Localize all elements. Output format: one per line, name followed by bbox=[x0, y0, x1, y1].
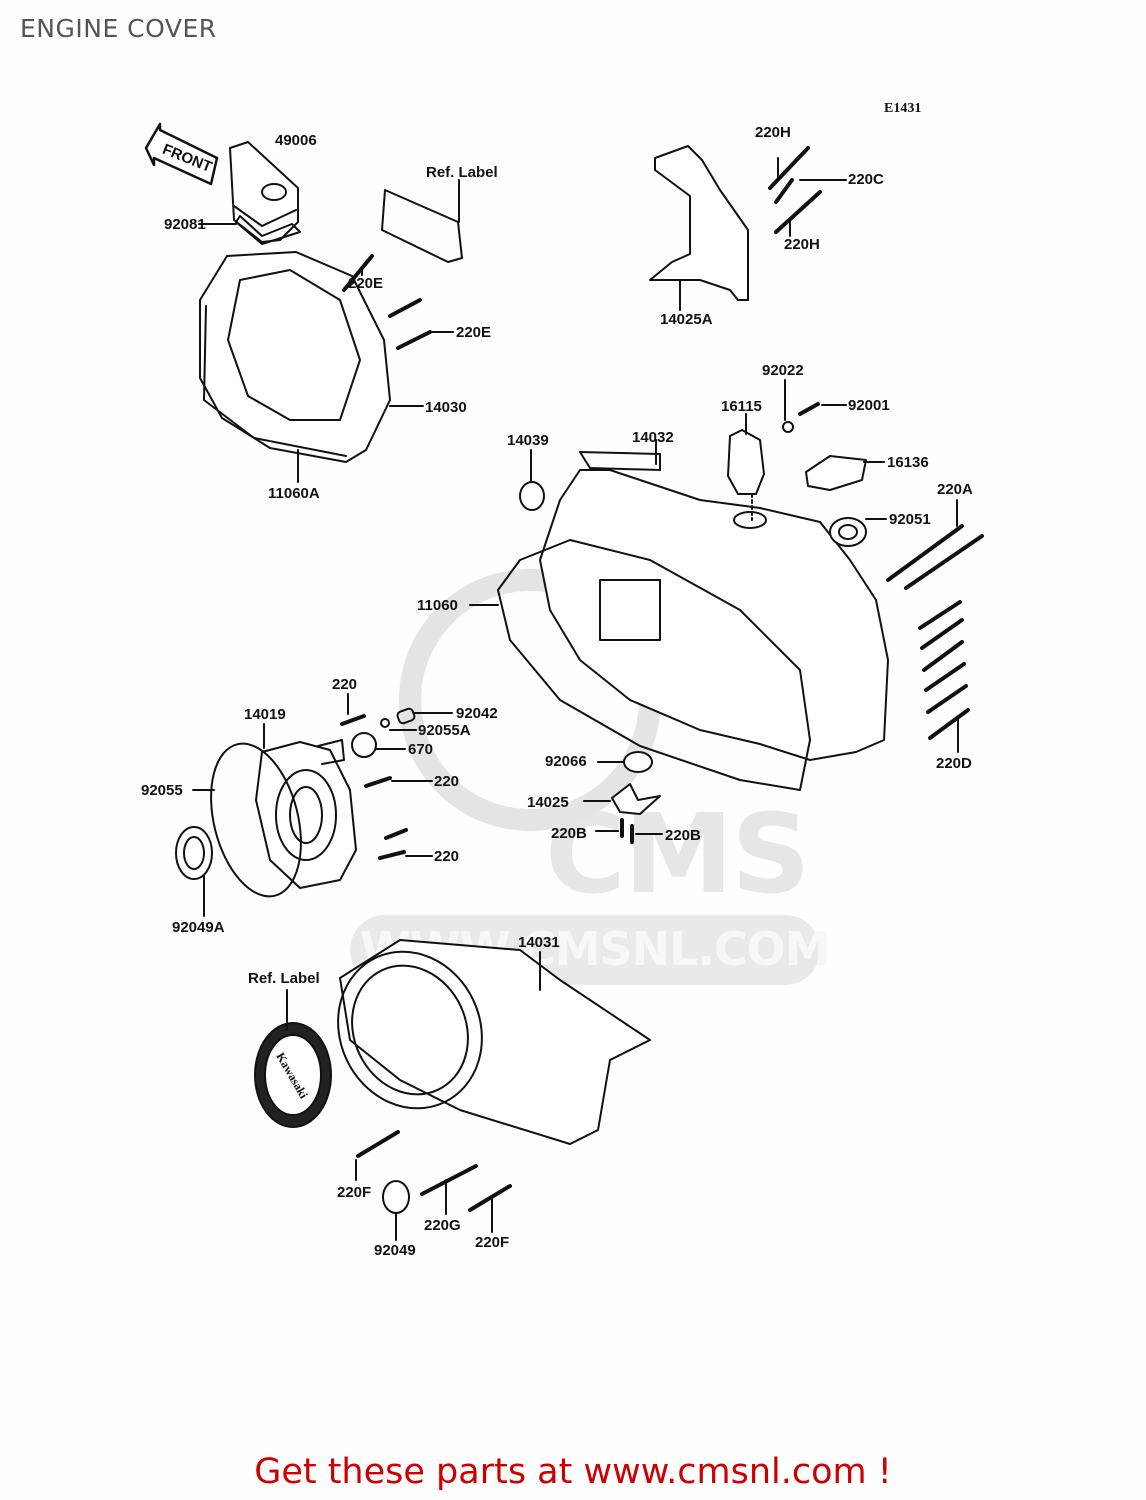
footer-promo: Get these parts at www.cmsnl.com ! bbox=[0, 1452, 1146, 1492]
part-label-92066[interactable]: 92066 bbox=[545, 753, 587, 770]
part-label-14025a[interactable]: 14025A bbox=[660, 311, 713, 328]
bolt-220-a bbox=[340, 714, 366, 726]
bolt-220h-a bbox=[768, 146, 810, 190]
bolt-220g bbox=[420, 1164, 478, 1196]
seal-92049 bbox=[382, 1180, 410, 1214]
part-label-92081[interactable]: 92081 bbox=[164, 216, 206, 233]
bolt-220e-a bbox=[342, 254, 374, 292]
bolt-220f-a bbox=[356, 1130, 400, 1158]
part-label-220a[interactable]: 220A bbox=[937, 481, 973, 498]
page-title: ENGINE COVER bbox=[20, 14, 217, 43]
washer-92022 bbox=[782, 421, 794, 433]
plug-14039 bbox=[519, 481, 545, 511]
footer-promo-link[interactable]: Get these parts at www.cmsnl.com ! bbox=[254, 1452, 892, 1492]
part-label-92055a[interactable]: 92055A bbox=[418, 722, 471, 739]
oring-92055 bbox=[210, 742, 302, 898]
bolt-220h-b bbox=[774, 190, 822, 234]
part-label-220c[interactable]: 220C bbox=[848, 171, 884, 188]
part-label-ref-label-bottom[interactable]: Ref. Label bbox=[248, 970, 320, 987]
part-label-220h[interactable]: 220H bbox=[784, 236, 820, 253]
part-label-220b[interactable]: 220B bbox=[665, 827, 701, 844]
part-label-92049a[interactable]: 92049A bbox=[172, 919, 225, 936]
part-label-92051[interactable]: 92051 bbox=[889, 511, 931, 528]
breather-cover-49006 bbox=[229, 141, 299, 243]
gasket-92081 bbox=[235, 215, 301, 245]
gasket-11060 bbox=[497, 539, 811, 791]
cap-16115 bbox=[727, 429, 765, 495]
bolt-220a-b bbox=[904, 534, 984, 590]
part-label-220[interactable]: 220 bbox=[434, 773, 460, 790]
part-label-220b[interactable]: 220B bbox=[551, 825, 587, 842]
part-label-92055[interactable]: 92055 bbox=[141, 782, 183, 799]
bolt-220e-b bbox=[388, 298, 422, 318]
bolt-92001 bbox=[798, 402, 820, 416]
part-label-16136[interactable]: 16136 bbox=[887, 454, 929, 471]
pump-cover-14019 bbox=[255, 739, 357, 889]
part-label-220[interactable]: 220 bbox=[434, 848, 460, 865]
bolts-220d bbox=[918, 600, 970, 740]
part-label-14031[interactable]: 14031 bbox=[518, 934, 560, 951]
part-label-92042[interactable]: 92042 bbox=[456, 705, 498, 722]
part-label-220e[interactable]: 220E bbox=[456, 324, 492, 341]
part-label-11060[interactable]: 11060 bbox=[417, 597, 458, 614]
part-label-16115[interactable]: 16115 bbox=[721, 398, 762, 415]
bracket-14025a bbox=[649, 145, 749, 301]
part-label-92049[interactable]: 92049 bbox=[374, 1242, 416, 1259]
part-label-ref-label-top[interactable]: Ref. Label bbox=[426, 164, 498, 181]
bracket-16136 bbox=[805, 455, 867, 491]
part-label-14019[interactable]: 14019 bbox=[244, 706, 286, 723]
part-label-220h[interactable]: 220H bbox=[755, 124, 791, 141]
bolt-220c bbox=[774, 178, 794, 204]
bolt-220-c bbox=[384, 828, 408, 840]
part-label-49006[interactable]: 49006 bbox=[275, 132, 317, 149]
part-label-14025[interactable]: 14025 bbox=[527, 794, 569, 811]
part-label-220g[interactable]: 220G bbox=[424, 1217, 461, 1234]
part-label-670[interactable]: 670 bbox=[408, 741, 434, 758]
bolt-220a-a bbox=[886, 524, 964, 582]
part-label-14039[interactable]: 14039 bbox=[507, 432, 549, 449]
seal-92066 bbox=[623, 751, 653, 773]
kawasaki-badge-icon: Kawasaki bbox=[254, 1022, 332, 1128]
cover-14031 bbox=[337, 939, 651, 1145]
oring-92055a bbox=[380, 718, 390, 728]
front-arrow-icon: FRONT bbox=[144, 122, 219, 186]
bolt-220e-c bbox=[396, 330, 432, 350]
bracket-14025 bbox=[611, 783, 661, 815]
part-label-11060a[interactable]: 11060A bbox=[268, 485, 320, 502]
diagram-reference-code: E1431 bbox=[884, 101, 922, 116]
bolt-220-d bbox=[378, 850, 406, 860]
part-label-220f[interactable]: 220F bbox=[337, 1184, 372, 1201]
crankcase-cover-14032 bbox=[539, 451, 889, 761]
part-label-220d[interactable]: 220D bbox=[936, 755, 972, 772]
part-label-220e[interactable]: 220E bbox=[348, 275, 384, 292]
oring-670 bbox=[351, 732, 377, 758]
bolt-220-b bbox=[364, 776, 392, 788]
seal-92049a bbox=[175, 826, 213, 880]
cover-14030 bbox=[199, 251, 391, 463]
seal-92051 bbox=[829, 517, 867, 547]
part-label-220f[interactable]: 220F bbox=[475, 1234, 510, 1251]
ref-label-plate bbox=[381, 189, 463, 263]
part-label-220[interactable]: 220 bbox=[332, 676, 358, 693]
part-label-92022[interactable]: 92022 bbox=[762, 362, 804, 379]
part-label-92001[interactable]: 92001 bbox=[848, 397, 890, 414]
bolt-220f-b bbox=[468, 1184, 512, 1212]
part-label-14032[interactable]: 14032 bbox=[632, 429, 674, 446]
part-label-14030[interactable]: 14030 bbox=[425, 399, 467, 416]
